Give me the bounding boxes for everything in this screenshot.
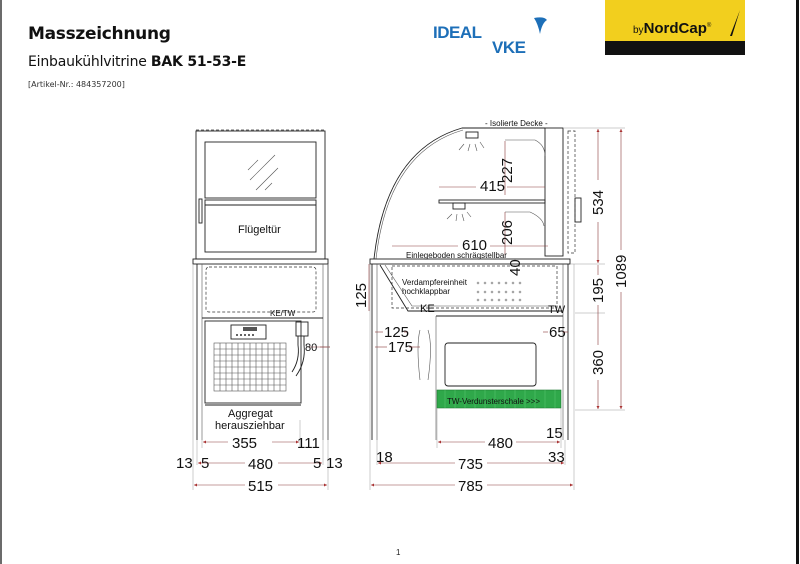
dim-inner-width: 480 bbox=[248, 456, 273, 473]
dim-base-height: 360 bbox=[590, 350, 607, 375]
insulated-top-label: - Isolierte Decke - bbox=[485, 119, 548, 128]
glass-reflection-icon bbox=[247, 154, 279, 191]
nordcap-logo: byNordCap® bbox=[605, 0, 745, 55]
aggregate-label-2: herausziehbar bbox=[215, 420, 285, 432]
subtitle-model: BAK 51-53-E bbox=[150, 54, 247, 70]
glass-shelf bbox=[438, 199, 546, 204]
dim-lower-height: 206 bbox=[499, 220, 516, 245]
nordcap-black-bar bbox=[605, 41, 745, 55]
dim-shelf-depth: 40 bbox=[507, 259, 524, 276]
dim-shelf-width: 415 bbox=[480, 178, 505, 195]
dim-left-offset: 175 bbox=[388, 339, 413, 356]
nordcap-reg: ® bbox=[706, 23, 712, 29]
lower-lamp-icon bbox=[452, 202, 466, 210]
dim-right-gap: 111 bbox=[297, 435, 320, 452]
page-left-edge bbox=[0, 0, 2, 564]
front-evaporator-outline bbox=[205, 266, 317, 313]
nordcap-logo-text: byNordCap® bbox=[633, 20, 711, 37]
ideale-logo-bottom: VKE bbox=[492, 38, 526, 56]
front-door-handle bbox=[198, 198, 203, 224]
dim-right-margin: 33 bbox=[548, 449, 565, 466]
upper-lamp-icon bbox=[465, 131, 479, 139]
dim-total-width: 515 bbox=[248, 478, 273, 495]
dim-base-width: 610 bbox=[462, 237, 487, 254]
dim-pipe-offset: 80 bbox=[305, 342, 317, 354]
condenser-grille bbox=[213, 342, 287, 392]
dim-right-outer: 13 bbox=[326, 455, 343, 472]
dim-tray-gap: 15 bbox=[546, 425, 563, 442]
ideale-logo-top: IDEAL bbox=[433, 23, 482, 42]
page-subtitle: Einbaukühlvitrine BAK 51-53-E bbox=[28, 54, 246, 70]
dim-inner-aggregate: 355 bbox=[232, 435, 257, 452]
nordcap-name: NordCap bbox=[643, 20, 707, 37]
ideale-logo: IDEAL VKE bbox=[433, 17, 547, 56]
dim-left-inner: 5 bbox=[201, 455, 209, 472]
aggregate-window bbox=[444, 342, 537, 387]
dim-ke-offset: 125 bbox=[384, 324, 409, 341]
page-right-edge bbox=[796, 0, 799, 564]
side-view: - Isolierte Decke - 227 206 415 610 Einl… bbox=[353, 119, 630, 495]
nordcap-by: by bbox=[633, 25, 644, 36]
dim-upper-height: 227 bbox=[499, 158, 516, 183]
ideale-fin-icon bbox=[534, 17, 547, 34]
subtitle-product-type: Einbaukühlvitrine bbox=[28, 54, 147, 70]
ke-tw-label: KE/TW bbox=[270, 309, 296, 318]
page-title: Masszeichnung bbox=[28, 24, 171, 44]
drain-connector bbox=[295, 321, 309, 337]
evaporator-label-2: hochklappbar bbox=[402, 287, 450, 296]
evaporation-tray bbox=[436, 389, 562, 409]
evaporator-fins bbox=[476, 281, 522, 302]
back-door-panel bbox=[567, 130, 576, 254]
drain-hose bbox=[417, 329, 431, 381]
nordcap-swoosh-icon bbox=[730, 10, 740, 36]
dim-inner-depth: 735 bbox=[458, 456, 483, 473]
front-vitrine-body bbox=[195, 130, 326, 260]
back-door-handle bbox=[574, 197, 582, 223]
dim-right-inner: 5 bbox=[313, 455, 321, 472]
dim-vitrine-height: 534 bbox=[590, 190, 607, 215]
evaporator-outline bbox=[391, 265, 558, 309]
front-glass-pane bbox=[204, 141, 317, 199]
evaporator-label-1: Verdampfereinheit bbox=[402, 278, 468, 287]
article-number: [Artikel-Nr.: 484357200] bbox=[28, 80, 125, 89]
controller-panel bbox=[230, 324, 267, 340]
dim-tray-width: 480 bbox=[488, 435, 513, 452]
dim-total-height: 1089 bbox=[613, 255, 630, 288]
tw-label: TW bbox=[548, 304, 566, 316]
shelf-tilt-label: Einlegeboden schrägstellbar bbox=[406, 251, 507, 260]
dim-left-margin: 18 bbox=[376, 449, 393, 466]
front-door-panel bbox=[204, 199, 317, 253]
vitrine-back-wall bbox=[544, 127, 564, 257]
evaporation-tray-label: TW-Verdunsterschale >>> bbox=[447, 397, 540, 406]
aggregate-unit bbox=[204, 320, 302, 404]
front-view: Flügeltür KE/TW Aggregat herausziehbar 8… bbox=[176, 129, 343, 495]
dim-left-height: 125 bbox=[353, 283, 370, 308]
dim-mid-height: 195 bbox=[590, 278, 607, 303]
ke-label: KE bbox=[420, 303, 435, 315]
aggregate-label-1: Aggregat bbox=[228, 408, 273, 420]
curved-glass-front bbox=[373, 127, 545, 260]
page-number: 1 bbox=[396, 548, 401, 557]
vitrine-base-deck bbox=[369, 258, 571, 265]
dim-tw-offset: 65 bbox=[549, 324, 566, 341]
dim-left-outer: 13 bbox=[176, 455, 193, 472]
door-label: Flügeltür bbox=[238, 224, 281, 236]
dim-total-depth: 785 bbox=[458, 478, 483, 495]
